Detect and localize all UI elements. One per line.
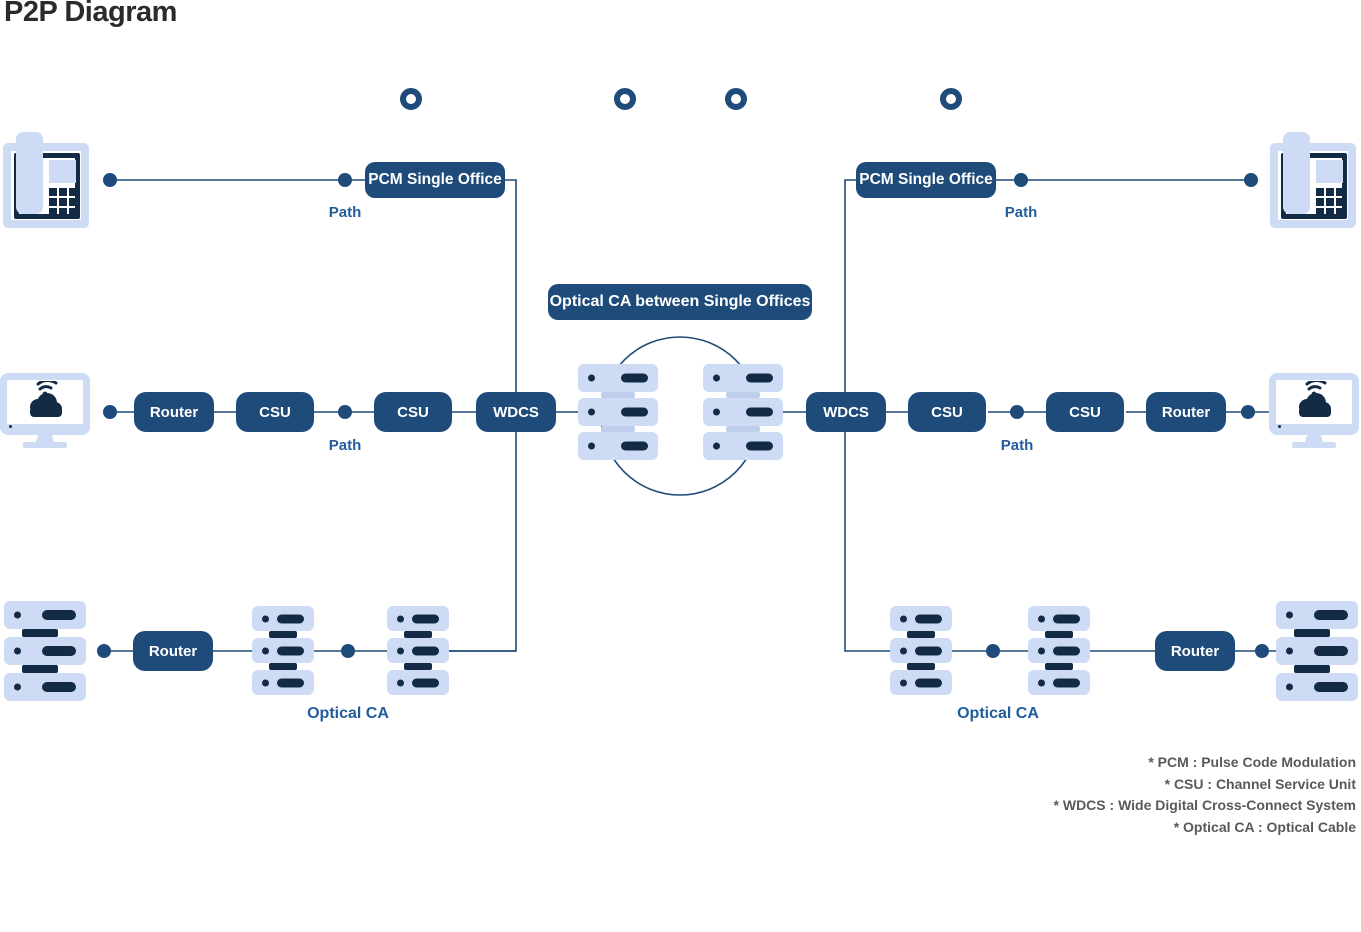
cloud-wifi-glyph [30, 381, 62, 417]
legend-line: * Optical CA : Optical Cable [1173, 818, 1356, 835]
legend-line: * CSU : Channel Service Unit [1164, 775, 1356, 792]
connection-dot [986, 644, 1000, 658]
optical-ca-label: Optical CA [307, 705, 389, 722]
connection-dot [341, 644, 355, 658]
node-csu: CSU [908, 392, 986, 432]
path-label: Path [1004, 204, 1038, 221]
path-label: Path [328, 204, 362, 221]
connection-ring-dot [614, 88, 636, 110]
node-csu: CSU [236, 392, 314, 432]
node-router: Router [133, 631, 213, 671]
connection-dot [1014, 173, 1028, 187]
node-router: Router [1146, 392, 1226, 432]
node-pcm-single-office: PCM Single Office [856, 162, 996, 198]
node-router: Router [1155, 631, 1235, 671]
node-wdcs: WDCS [476, 392, 556, 432]
connection-ring-dot [725, 88, 747, 110]
node-router: Router [134, 392, 214, 432]
phone-icon [1, 131, 93, 231]
connection-dot [1255, 644, 1269, 658]
node-optical-ca-between: Optical CA between Single Offices [548, 284, 812, 320]
monitor-cloud-wifi-icon [1269, 373, 1361, 451]
path-label: Path [1000, 437, 1034, 454]
connection-ring-dot [400, 88, 422, 110]
connection-dot [97, 644, 111, 658]
path-label: Path [328, 437, 362, 454]
connection-dot [338, 405, 352, 419]
node-csu: CSU [1046, 392, 1124, 432]
phone-icon [1268, 131, 1360, 231]
legend-line: * PCM : Pulse Code Modulation [1148, 754, 1356, 770]
page-title: P2P Diagram [4, 0, 177, 28]
node-csu: CSU [374, 392, 452, 432]
node-pcm-single-office: PCM Single Office [365, 162, 505, 198]
optical-ca-label: Optical CA [957, 705, 1039, 722]
legend-line: * WDCS : Wide Digital Cross-Connect Syst… [1053, 797, 1356, 813]
connection-dot [1244, 173, 1258, 187]
connection-dot [1010, 405, 1024, 419]
connection-ring-dot [940, 88, 962, 110]
monitor-cloud-wifi-icon [0, 373, 92, 451]
connection-dot [1241, 405, 1255, 419]
connection-dot [103, 173, 117, 187]
connection-dot [103, 405, 117, 419]
connection-dot [338, 173, 352, 187]
cloud-wifi-glyph [1299, 381, 1331, 417]
legend: * PCM : Pulse Code Modulation * CSU : Ch… [1054, 752, 1356, 838]
node-wdcs: WDCS [806, 392, 886, 432]
